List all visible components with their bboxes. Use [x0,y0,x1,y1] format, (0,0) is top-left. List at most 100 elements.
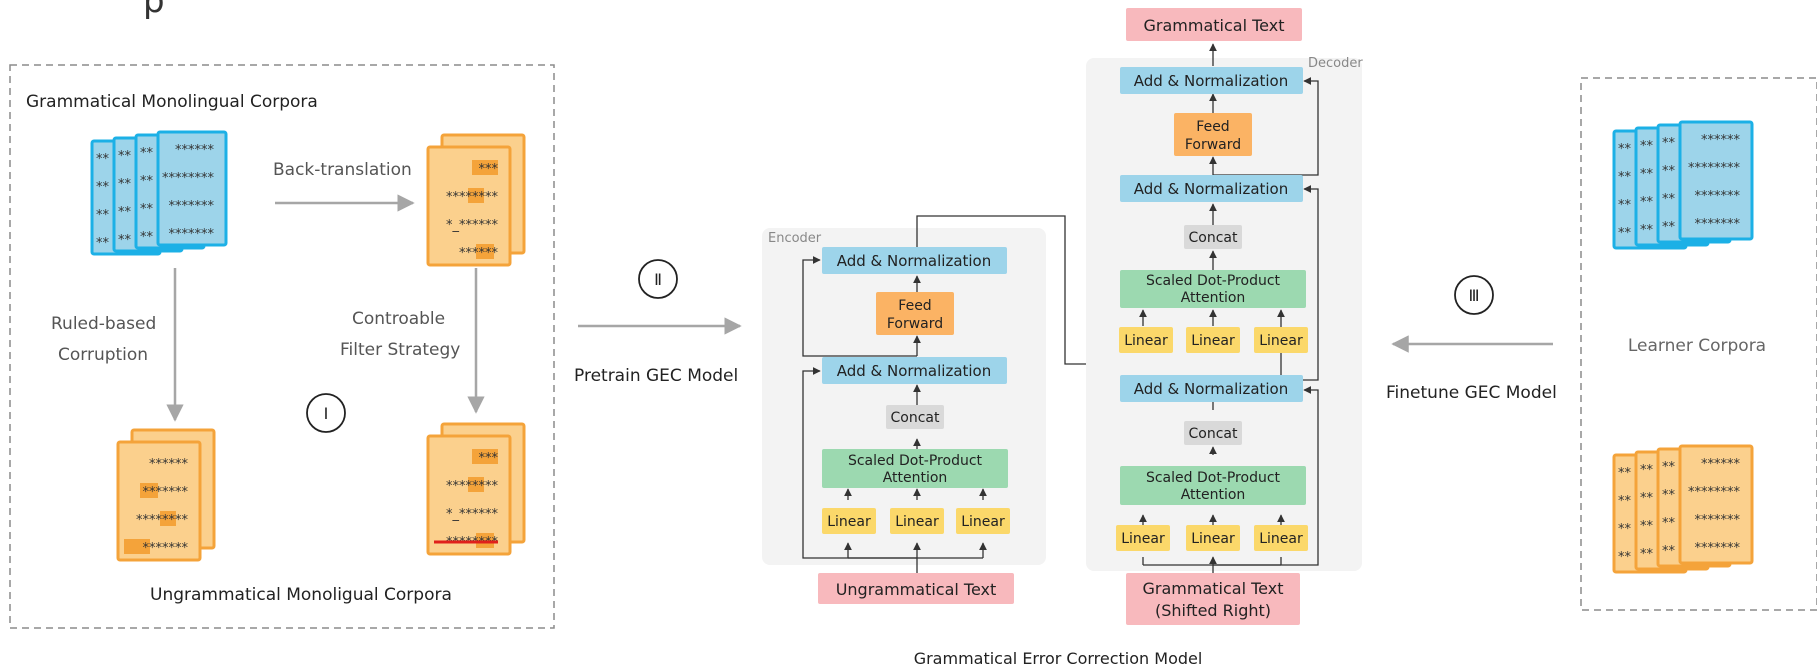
left-panel-title: Grammatical Monolingual Corpora [26,92,318,112]
doc-stars-line: ******* [143,541,189,556]
svg-text:Attention: Attention [883,470,948,486]
encoder-add-norm-mid: Add & Normalization [822,357,1007,384]
doc-stars-fragment: ** [96,208,110,223]
doc-page: **************************** [1678,444,1754,565]
learner-corpora-orange-doc-stack: ****************************************… [1612,444,1754,574]
doc-stars-line: ****** [175,143,215,158]
corruption-label-line1: Ruled-based [51,314,156,334]
doc-stars-line: *_****** [446,218,499,233]
svg-text:Forward: Forward [1185,137,1241,153]
doc-stars-fragment: ** [140,146,154,161]
decoder-linear-q-self: Linear [1116,525,1170,551]
doc-page: ************_************** [426,434,512,556]
doc-stars-fragment: ** [1662,164,1676,179]
doc-stars-line: ******** [136,513,189,528]
back-translated-doc-stack: ************_************ [426,133,526,267]
filtered-doc-stack: ************_************** [426,422,526,556]
doc-stars-fragment: ** [1640,463,1654,478]
doc-stars-fragment: ** [140,230,154,245]
doc-stars-fragment: ** [1618,494,1632,509]
left-panel-border [9,64,555,629]
svg-text:Linear: Linear [1124,333,1168,349]
doc-stars-line: ******* [169,199,215,214]
doc-stars-line: ******** [1688,485,1741,500]
doc-stars-fragment: ** [1662,220,1676,235]
decoder-title: Decoder [1308,56,1363,71]
doc-stars-fragment: ** [1662,488,1676,503]
doc-stars-fragment: ** [1662,136,1676,151]
svg-text:Concat: Concat [1189,230,1238,246]
doc-stars-fragment: ** [1662,516,1676,531]
decoder-linear-v-self: Linear [1254,525,1308,551]
svg-text:Add & Normalization: Add & Normalization [837,362,992,380]
encoder-input-ungrammatical-text: Ungrammatical Text [818,573,1014,604]
svg-text:Feed: Feed [1196,119,1229,135]
clipped-header-glyph: p [143,0,165,21]
doc-stars-fragment: ** [96,180,110,195]
doc-stars-line: ****** [1701,133,1741,148]
doc-stars-line: ****** [459,246,499,261]
encoder-linear-k: Linear [890,508,944,534]
doc-stars-fragment: ** [140,174,154,189]
doc-stars-fragment: ** [1662,460,1676,475]
doc-stars-line: ******* [1695,541,1741,556]
doc-stars-line: ******** [446,479,499,494]
step-one-badge [306,393,346,433]
svg-text:Scaled Dot-Product: Scaled Dot-Product [1146,273,1281,289]
doc-stars-fragment: ** [140,202,154,217]
svg-text:Concat: Concat [891,410,940,426]
doc-stars-fragment: ** [1618,226,1632,241]
doc-stars-line: ******* [169,227,215,242]
encoder-linear-v: Linear [956,508,1010,534]
doc-page: **************************** [116,440,202,562]
svg-text:Attention: Attention [1181,290,1246,306]
doc-stars-line: *_****** [446,507,499,522]
encoder-add-norm-top: Add & Normalization [822,247,1007,274]
encoder-feed-forward: Feed Forward [876,292,954,335]
svg-text:Attention: Attention [1181,487,1246,503]
svg-text:Add & Normalization: Add & Normalization [1134,380,1289,398]
finetune-label: Finetune GEC Model [1386,383,1557,403]
svg-text:Linear: Linear [827,514,871,530]
pretrain-label: Pretrain GEC Model [574,366,738,386]
decoder-add-norm-bottom: Add & Normalization [1120,375,1303,402]
decoder-add-norm-mid: Add & Normalization [1120,175,1303,202]
doc-stars-line: ******** [162,171,215,186]
svg-text:(Shifted Right): (Shifted Right) [1155,601,1271,620]
svg-text:Forward: Forward [887,316,943,332]
doc-stars-line: ******** [1688,161,1741,176]
doc-stars-line: ******* [1695,513,1741,528]
decoder-attention-cross: Scaled Dot-Product Attention [1120,270,1306,308]
svg-text:Grammatical Text: Grammatical Text [1144,16,1285,35]
decoder-concat-self: Concat [1184,421,1242,445]
svg-text:Add & Normalization: Add & Normalization [1134,72,1289,90]
doc-stars-fragment: ** [118,205,132,220]
decoder-feed-forward: Feed Forward [1174,113,1252,156]
doc-stars-line: *** [479,451,499,466]
svg-text:Grammatical Text: Grammatical Text [1143,579,1284,598]
doc-stars-fragment: ** [1640,519,1654,534]
learner-corpora-blue-doc-stack: ****************************************… [1612,120,1754,250]
doc-stars-fragment: ** [118,233,132,248]
decoder-output-grammatical-text: Grammatical Text [1126,8,1302,41]
doc-stars-fragment: ** [1662,192,1676,207]
filter-label-line2: Filter Strategy [340,340,460,360]
svg-text:Add & Normalization: Add & Normalization [837,252,992,270]
doc-page: ************_************ [426,145,512,267]
doc-stars-fragment: ** [96,152,110,167]
step-three-badge [1454,275,1494,315]
svg-text:Linear: Linear [1121,531,1165,547]
svg-text:Feed: Feed [898,298,931,314]
doc-stars-fragment: ** [1662,544,1676,559]
step-two-badge [638,259,678,299]
doc-stars-fragment: ** [1640,195,1654,210]
svg-text:Scaled Dot-Product: Scaled Dot-Product [1146,470,1281,486]
encoder-concat: Concat [886,405,944,429]
encoder-attention: Scaled Dot-Product Attention [822,449,1008,488]
filter-label-line1: Controable [352,309,445,329]
model-caption: Grammatical Error Correction Model [914,649,1203,666]
doc-stars-fragment: ** [1618,170,1632,185]
svg-text:Linear: Linear [895,514,939,530]
doc-page: **************************** [1678,120,1754,241]
